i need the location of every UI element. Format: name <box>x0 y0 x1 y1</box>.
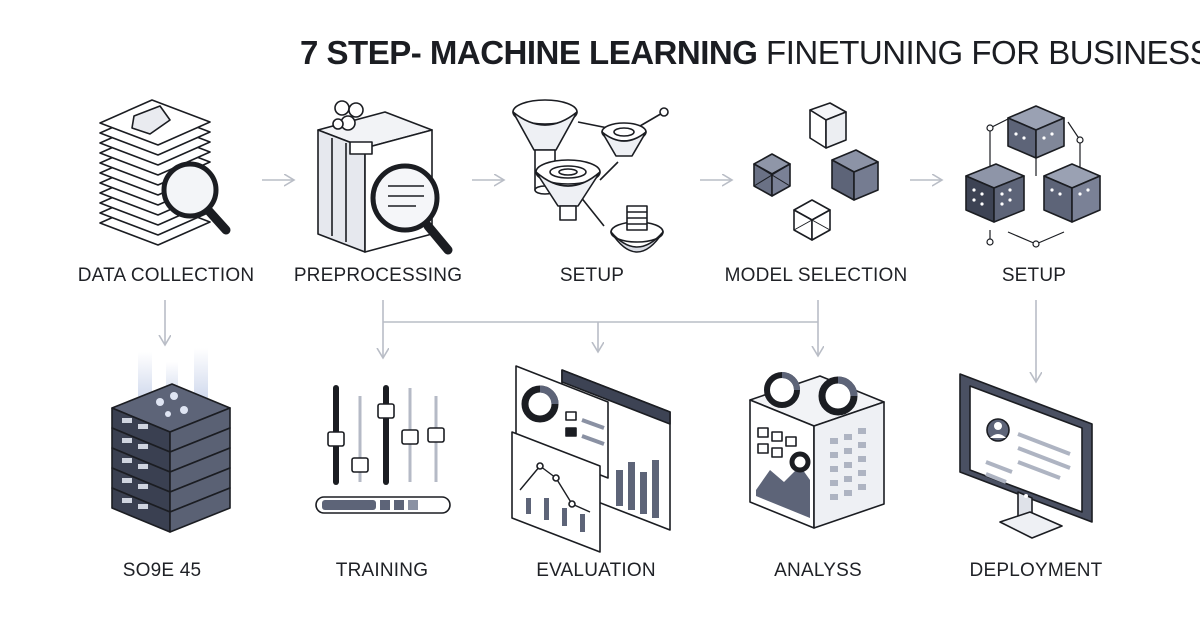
step-label-preprocessing: PREPROCESSING <box>293 265 463 286</box>
title-light: FINETUNING FOR BUSINESS <box>766 34 1200 71</box>
step-label-training: TRAINING <box>335 560 429 581</box>
monitor-icon <box>959 373 1093 539</box>
step-label-deployment: DEPLOYMENT <box>969 560 1103 581</box>
title-bold: 7 STEP- MACHINE LEARNING <box>300 34 758 71</box>
dashboard-screens-icon <box>511 365 671 553</box>
document-stack-magnifier-icon <box>99 99 231 246</box>
step-label-setup-2: SETUP <box>1001 265 1067 286</box>
step-label-setup-1: SETUP <box>559 265 625 286</box>
step-label-analysis: ANALYSS <box>774 560 862 581</box>
funnels-icon <box>512 99 669 253</box>
server-magnifier-icon <box>317 100 453 255</box>
sliders-progress-icon <box>315 385 451 514</box>
connectors <box>165 180 1036 382</box>
analysis-cube-icon <box>749 372 885 529</box>
cube-network-icon <box>965 105 1101 248</box>
server-rack-icon <box>111 348 231 533</box>
step-label-storage: SO9E 45 <box>122 560 202 581</box>
step-label-evaluation: EVALUATION <box>536 560 656 581</box>
step-label-model-selection: MODEL SELECTION <box>724 265 908 286</box>
page-title: 7 STEP- MACHINE LEARNING FINETUNING FOR … <box>300 34 1200 72</box>
cubes-icon <box>753 102 879 241</box>
step-label-data-collection: DATA COLLECTION <box>77 265 255 286</box>
